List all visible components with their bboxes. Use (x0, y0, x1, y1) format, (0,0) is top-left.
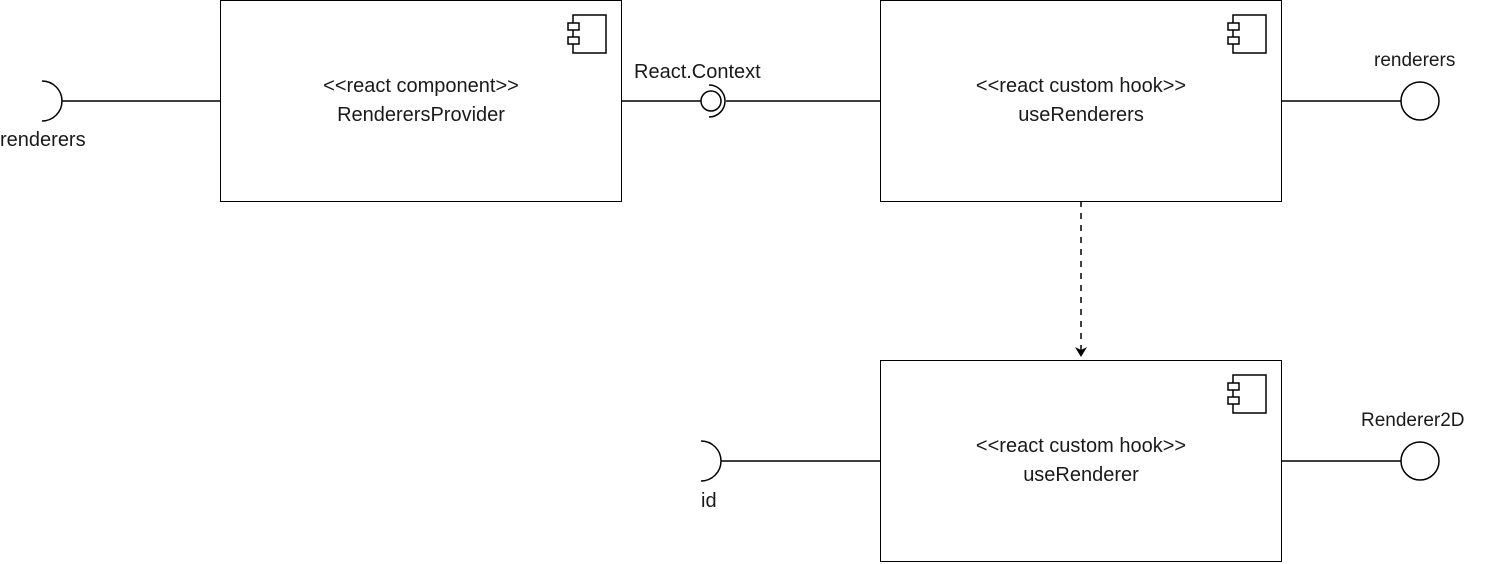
component-name: useRenderer (1023, 464, 1139, 486)
component-icon (1227, 14, 1267, 54)
component-renderers-provider[interactable]: <<react component>> RenderersProvider (220, 0, 622, 202)
component-name: useRenderers (1018, 104, 1144, 126)
component-stereotype: <<react custom hook>> (975, 75, 1187, 97)
label-provider-required: renderers (0, 129, 86, 151)
label-use-renderer-required: id (701, 490, 717, 512)
component-use-renderers[interactable]: <<react custom hook>> useRenderers (880, 0, 1282, 202)
component-stereotype: <<react custom hook>> (975, 435, 1187, 457)
component-icon (1227, 374, 1267, 414)
label-use-renderers-provided: renderers (1374, 50, 1456, 71)
component-stereotype: <<react component>> (323, 75, 519, 97)
use-renderer-required-socket (700, 440, 881, 482)
provider-required-socket (41, 80, 221, 122)
component-icon (567, 14, 607, 54)
component-name: RenderersProvider (337, 104, 505, 126)
label-react-context: React.Context (634, 61, 761, 83)
use-renderers-provided-lollipop (1281, 81, 1440, 121)
component-use-renderer[interactable]: <<react custom hook>> useRenderer (880, 360, 1282, 562)
label-use-renderer-provided: Renderer2D (1361, 410, 1465, 431)
react-context-connector (621, 84, 881, 118)
use-renderer-provided-lollipop (1281, 441, 1440, 481)
